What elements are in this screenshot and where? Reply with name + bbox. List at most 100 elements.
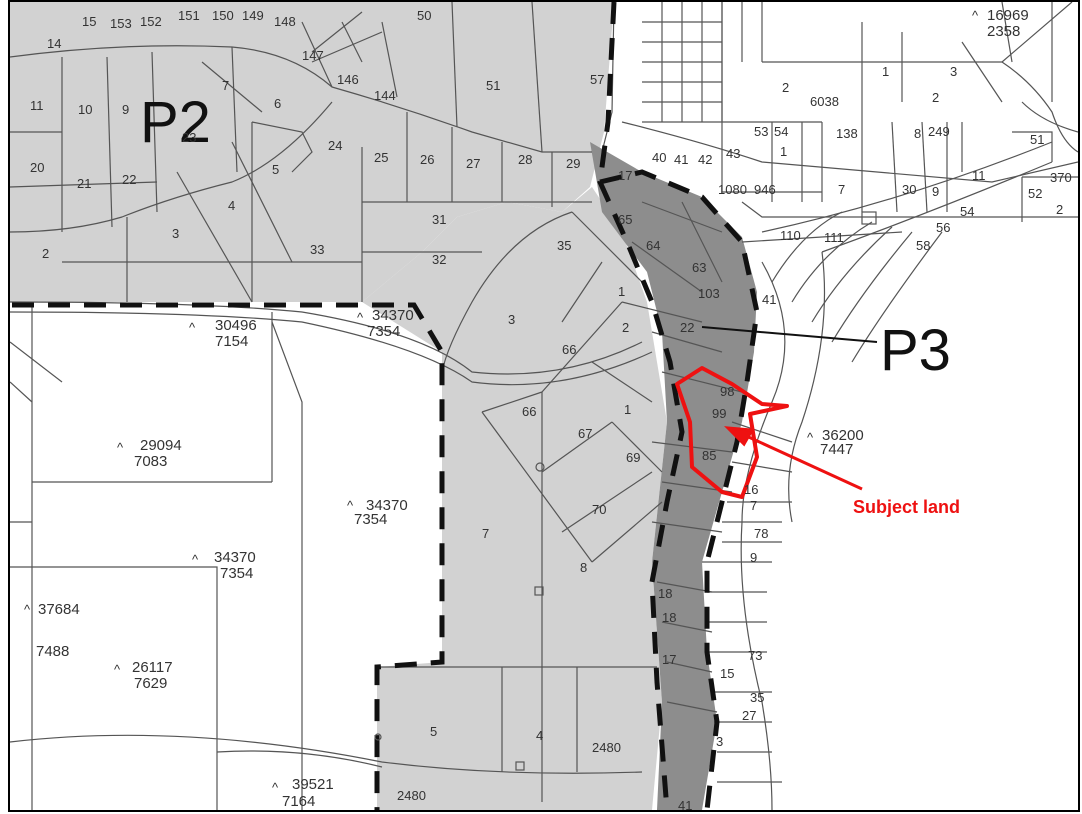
lot-label: 2	[782, 80, 789, 95]
svg-text:^: ^	[272, 780, 279, 795]
lot-label: 16	[744, 482, 758, 497]
lot-label: 98	[720, 384, 734, 399]
svg-text:16969: 16969	[987, 7, 1029, 24]
lot-boundaries	[10, 2, 1078, 810]
lot-label: 32	[432, 252, 446, 267]
dp-number: 26117	[132, 659, 173, 676]
lot-label: 110	[780, 228, 801, 243]
subject-land-callout-arrow	[724, 426, 863, 491]
deposited-plan-labels: 16969 2358 30496 7154 34370 7354 29094 7…	[36, 7, 1029, 810]
svg-text:7447: 7447	[820, 441, 853, 458]
lot-label: 69	[626, 450, 640, 465]
dp-lot: 7488	[36, 643, 69, 660]
map-canvas: P2 P3 Subject land 16969 2358 30496 7154…	[10, 2, 1078, 810]
lot-label: 2	[42, 246, 49, 261]
lot-label: 85	[702, 448, 716, 463]
lot-label: 26	[420, 152, 434, 167]
cadastral-map: P2 P3 Subject land 16969 2358 30496 7154…	[8, 0, 1080, 812]
lot-label: 11	[972, 168, 986, 183]
lot-label: 6	[274, 96, 281, 111]
lot-label: 18	[662, 610, 676, 625]
lot-label: 51	[486, 78, 500, 93]
lot-label: 70	[592, 502, 606, 517]
lot-label: 2480	[592, 740, 621, 755]
svg-text:7354: 7354	[220, 565, 253, 582]
lot-label: 2	[932, 90, 939, 105]
lot-label: 28	[518, 152, 532, 167]
lot-label: 8	[580, 560, 587, 575]
lot-label: 148	[274, 14, 296, 29]
lot-label: 35	[557, 238, 571, 253]
lot-label: 5	[272, 162, 279, 177]
lot-label: 31	[432, 212, 446, 227]
lot-label: 41	[762, 292, 776, 307]
lot-label: 8	[914, 126, 921, 141]
lot-label: 111	[824, 230, 844, 245]
lot-label: 4	[228, 198, 235, 213]
lot-label: 138	[836, 126, 858, 141]
p3-leader-line	[701, 326, 878, 343]
svg-text:7154: 7154	[215, 333, 248, 350]
lot-label: 2	[622, 320, 629, 335]
dp-marks: ^^^ ^^^ ^^^ ^	[24, 8, 979, 795]
lot-label: 66	[562, 342, 576, 357]
lot-label: 18	[658, 586, 672, 601]
lot-label: 2	[1056, 202, 1063, 217]
svg-text:26117: 26117	[132, 659, 173, 676]
lot-label: 9	[932, 184, 939, 199]
subject-land-outline	[675, 366, 789, 499]
lot-label: 54	[960, 204, 974, 219]
svg-text:39521: 39521	[292, 776, 334, 793]
dp-lot: 7083	[134, 453, 167, 470]
lot-label: 63	[692, 260, 706, 275]
lot-label: 149	[242, 8, 264, 23]
dp-number: 34370	[366, 497, 408, 514]
dp-lot: 7164	[282, 793, 315, 810]
dp-number: 30496	[215, 317, 257, 334]
lot-label: 150	[212, 8, 234, 23]
lot-label: 66	[522, 404, 536, 419]
svg-text:7629: 7629	[134, 675, 167, 692]
lot-label: 9	[122, 102, 129, 117]
lot-label: 41	[678, 798, 692, 810]
svg-text:7488: 7488	[36, 643, 69, 660]
lot-label: 3	[508, 312, 515, 327]
dp-lot: 7354	[354, 511, 387, 528]
lot-labels: 15 153 152 151 150 149 148 50 14 147 146…	[30, 8, 1072, 810]
dp-number: 16969	[987, 7, 1029, 24]
svg-text:34370: 34370	[214, 549, 256, 566]
lot-label: 4	[536, 728, 543, 743]
svg-text:^: ^	[24, 602, 31, 617]
svg-text:34370: 34370	[372, 307, 414, 324]
svg-text:^: ^	[972, 8, 979, 23]
dp-number: 34370	[214, 549, 256, 566]
lot-label: 1	[882, 64, 889, 79]
lot-label: 146	[337, 72, 359, 87]
lot-label: 1080	[718, 182, 747, 197]
dp-lot: 7629	[134, 675, 167, 692]
lot-label: 17	[662, 652, 676, 667]
lot-label: 29	[566, 156, 580, 171]
lot-label: 99	[712, 406, 726, 421]
map-symbols	[374, 211, 877, 771]
lot-label: 3	[716, 734, 723, 749]
lot-label: 56	[936, 220, 950, 235]
lot-label: 42	[698, 152, 712, 167]
lot-label: 3	[172, 226, 179, 241]
lot-label: 51	[1030, 132, 1044, 147]
lot-label: 153	[110, 16, 132, 31]
lot-label: 27	[466, 156, 480, 171]
svg-text:2358: 2358	[987, 23, 1020, 40]
svg-text:7083: 7083	[134, 453, 167, 470]
lot-label: 151	[178, 8, 200, 23]
dp-number: 34370	[372, 307, 414, 324]
lot-label: 249	[928, 124, 950, 139]
lot-label: 22	[680, 320, 694, 335]
lot-label: 64	[646, 238, 660, 253]
lot-label: 3	[950, 64, 957, 79]
lot-label: 35	[750, 690, 764, 705]
lot-label: 103	[698, 286, 720, 301]
dp-number: 29094	[140, 437, 182, 454]
svg-text:^: ^	[192, 552, 199, 567]
lot-label: 14	[47, 36, 61, 51]
